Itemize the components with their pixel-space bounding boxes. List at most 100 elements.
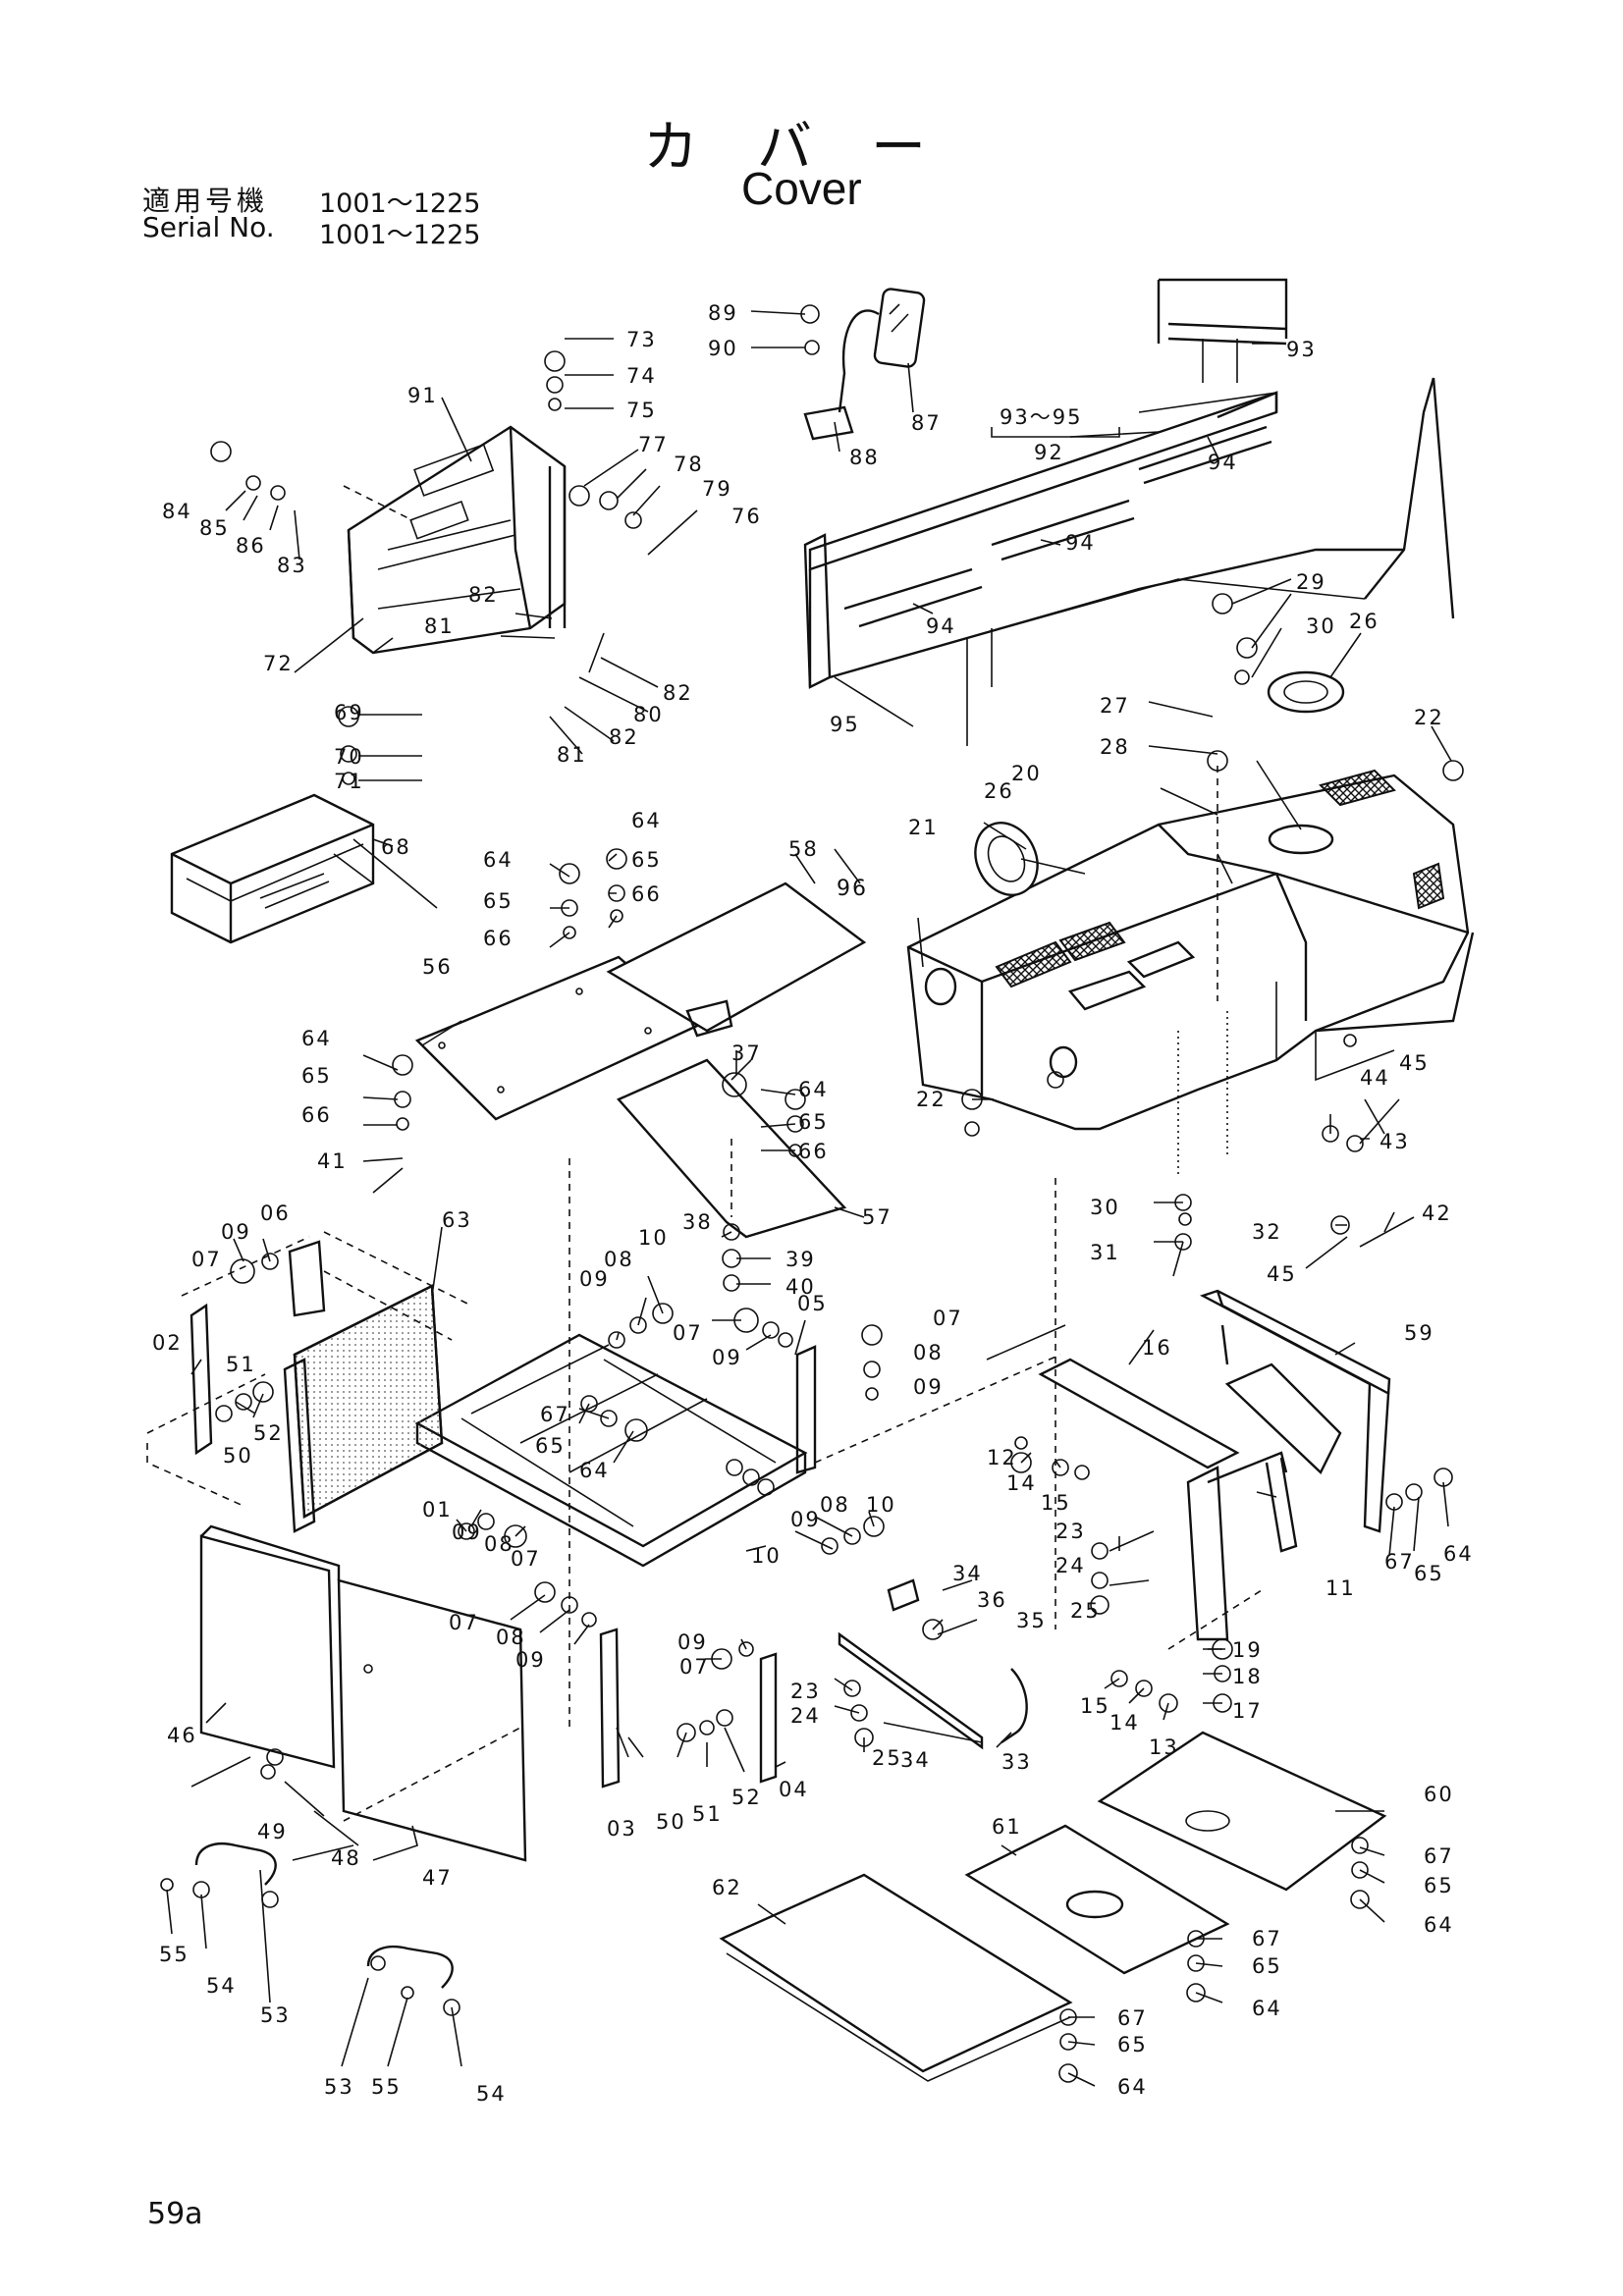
- stays: [599, 1345, 1028, 1789]
- callout-label: 93: [1286, 338, 1317, 361]
- callout-label: 91: [407, 384, 438, 407]
- callout-label: 17: [1232, 1699, 1263, 1723]
- callout-label: 53: [324, 2075, 354, 2099]
- callout-label: 81: [557, 743, 587, 767]
- callout-label: 67: [1117, 2006, 1148, 2030]
- callout-label: 65: [798, 1110, 829, 1134]
- callout-label: 94: [926, 614, 956, 638]
- callout-label: 33: [1001, 1750, 1032, 1774]
- callout-label: 54: [476, 2082, 507, 2106]
- callout-label: 87: [911, 411, 942, 435]
- callout-label: 50: [223, 1444, 253, 1468]
- callout-label: 58: [788, 837, 819, 861]
- alignment-lines: [146, 485, 1263, 1822]
- callout-label: 11: [1325, 1576, 1356, 1600]
- callout-label: 09: [515, 1648, 546, 1672]
- callout-label: 03: [607, 1817, 637, 1841]
- callout-label: 07: [511, 1547, 541, 1571]
- callout-label: 64: [1424, 1913, 1454, 1937]
- callout-label: 65: [1414, 1562, 1444, 1585]
- callout-label: 26: [1349, 610, 1380, 633]
- callout-label: 66: [301, 1103, 332, 1127]
- callout-label: 23: [1055, 1520, 1086, 1543]
- callout-label: 94: [1208, 451, 1238, 474]
- callout-label: 45: [1399, 1051, 1430, 1075]
- callout-label: 10: [638, 1226, 669, 1250]
- callout-label: 65: [631, 848, 662, 872]
- callout-label: 61: [992, 1815, 1022, 1839]
- serial-range-en: 1001～1225: [319, 220, 481, 250]
- callout-label: 42: [1422, 1201, 1452, 1225]
- callout-label: 08: [496, 1626, 526, 1649]
- callout-label: 36: [977, 1588, 1007, 1612]
- callout-label: 65: [483, 889, 514, 913]
- callout-label: 67: [1424, 1844, 1454, 1868]
- callout-label: 81: [424, 614, 455, 638]
- callout-label: 09: [913, 1375, 944, 1399]
- callout-label: 06: [260, 1201, 291, 1225]
- callout-label: 89: [708, 301, 738, 325]
- callout-label: 94: [1065, 531, 1096, 555]
- serial-label-jp: 適用号機: [142, 185, 269, 217]
- callout-labels: 73 74 75 91 77 78 79 76 84 85 86 83 82 8…: [152, 301, 1472, 2106]
- cover-plates-56-58: [414, 881, 867, 1239]
- callout-label: 34: [900, 1748, 931, 1772]
- callout-label: 96: [837, 877, 868, 901]
- callout-label: 08: [820, 1493, 850, 1517]
- callout-label: 65: [1424, 1874, 1454, 1897]
- callout-label: 86: [236, 534, 266, 558]
- leader-lines: [166, 310, 1452, 2087]
- callout-label: 07: [679, 1655, 710, 1679]
- callout-label: 29: [1296, 570, 1326, 594]
- callout-label: 30: [1306, 614, 1336, 638]
- callout-label: 64: [631, 809, 662, 832]
- callout-label: 28: [1100, 735, 1130, 759]
- callout-label: 25: [1070, 1599, 1101, 1623]
- callout-label: 88: [849, 446, 880, 469]
- callout-label: 77: [638, 433, 669, 456]
- callout-label: 66: [798, 1140, 829, 1163]
- bracket-02: [146, 1236, 326, 1456]
- callout-label: 01: [422, 1498, 453, 1522]
- callout-label: 07: [933, 1307, 963, 1330]
- callout-label: 70: [334, 745, 364, 769]
- callout-label: 37: [731, 1041, 762, 1065]
- side-cover-91: [347, 425, 567, 655]
- callout-label: 02: [152, 1331, 183, 1355]
- callout-label: 09: [712, 1346, 742, 1369]
- callout-label: 84: [162, 500, 192, 523]
- callout-label: 50: [656, 1810, 686, 1834]
- callout-label: 07: [673, 1321, 703, 1345]
- callout-label: 21: [908, 816, 939, 839]
- callout-label: 64: [301, 1027, 332, 1050]
- serial-range-jp: 1001～1225: [319, 188, 481, 219]
- callout-label: 54: [206, 1974, 237, 1998]
- callout-label: 40: [785, 1275, 816, 1299]
- callout-label: 64: [579, 1459, 610, 1482]
- callout-label: 79: [702, 477, 732, 501]
- callout-label: 72: [263, 652, 294, 675]
- battery-box-68: [170, 793, 375, 944]
- callout-label: 76: [731, 505, 762, 528]
- mirror-87: [803, 288, 926, 441]
- callout-label: 78: [674, 453, 704, 476]
- callout-label: 48: [331, 1846, 361, 1870]
- callout-label: 32: [1252, 1220, 1282, 1244]
- callout-label: 66: [631, 882, 662, 906]
- callout-label: 65: [301, 1064, 332, 1088]
- callout-label: 46: [167, 1724, 197, 1747]
- callout-label: 38: [682, 1210, 713, 1234]
- callout-label: 85: [199, 516, 230, 540]
- callout-label: 64: [798, 1078, 829, 1101]
- callout-label: 55: [371, 2075, 402, 2099]
- callout-label: 53: [260, 2003, 291, 2027]
- callout-label: 52: [731, 1786, 762, 1809]
- callout-label: 20: [1011, 762, 1042, 785]
- callout-label: 74: [626, 364, 657, 388]
- callout-label: 07: [449, 1611, 479, 1634]
- callout-label: 65: [1117, 2033, 1148, 2056]
- callout-label: 66: [483, 927, 514, 950]
- callout-label: 83: [277, 554, 307, 577]
- callout-label: 25: [872, 1746, 902, 1770]
- callout-label: 14: [1109, 1711, 1140, 1735]
